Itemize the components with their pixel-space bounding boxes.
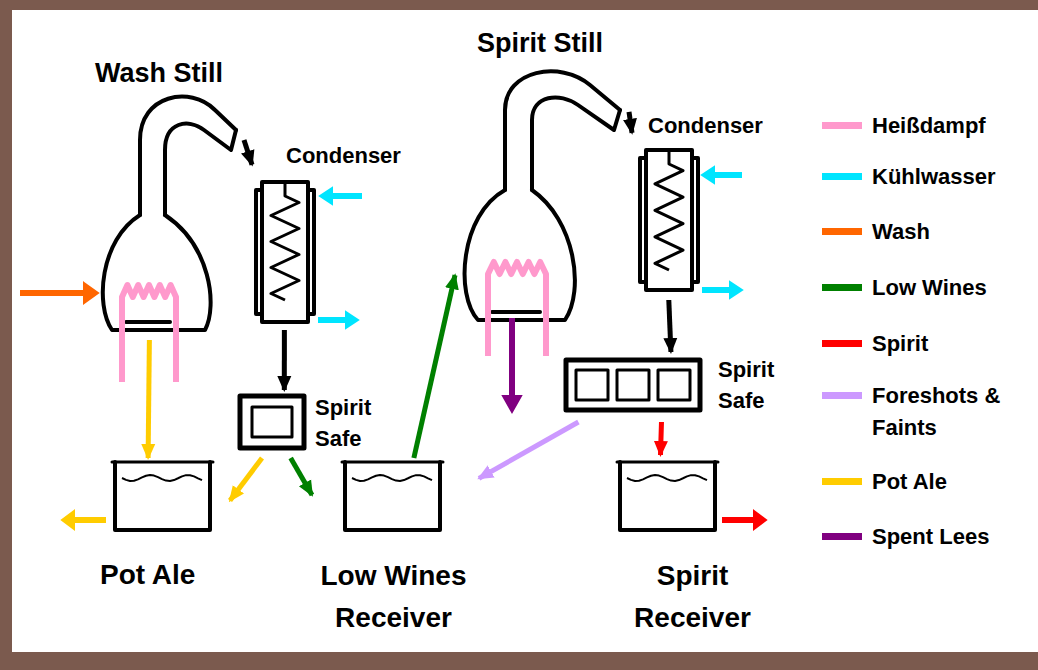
- node-label: Spirit Receiver: [605, 555, 780, 639]
- node-label: Spirit Still: [455, 27, 625, 59]
- spirit-safe-window: [576, 370, 608, 400]
- arrow-head: [62, 511, 74, 529]
- condenser-shell: [262, 182, 308, 322]
- spent-lees-arrow: [509, 318, 515, 398]
- spirit-safe-window: [252, 407, 292, 437]
- flow-arrow: [244, 140, 252, 165]
- legend-label: Heißdampf: [872, 110, 1038, 142]
- spirit-safe: [566, 360, 700, 410]
- cooling-water-out: [318, 317, 348, 323]
- receiver-tank: [345, 462, 440, 530]
- legend-label: Spirit: [872, 328, 1038, 360]
- node-label: Condenser: [286, 142, 401, 170]
- legend-label: Kühlwasser: [872, 161, 1038, 193]
- legend-swatch: [822, 122, 862, 129]
- flow-arrow: [291, 458, 312, 495]
- legend-label: Foreshots & Faints: [872, 380, 1038, 444]
- node-label: Wash Still: [78, 57, 240, 89]
- arrow-head: [346, 312, 358, 328]
- receiver-node: Spirit Receiver: [605, 455, 784, 643]
- receiver-tank: [115, 462, 210, 530]
- arrow-head: [503, 396, 521, 412]
- arrow-head: [754, 511, 766, 529]
- still-body: [103, 215, 211, 330]
- still-neck: [505, 71, 620, 190]
- tank-rim: [112, 461, 718, 464]
- spirit-safe-window: [658, 370, 690, 400]
- legend-label: Low Wines: [872, 272, 1038, 304]
- node-label: Spirit Safe: [315, 392, 390, 454]
- node-label: Spirit Safe: [718, 354, 792, 416]
- heater-bar: [126, 312, 540, 322]
- spirit-outflow-arrow: [722, 517, 758, 523]
- still-neck: [165, 124, 236, 215]
- flow-arrow: [230, 458, 262, 501]
- node-label: Condenser: [648, 112, 763, 140]
- flow-arrow: [148, 340, 149, 458]
- flow-arrow: [629, 112, 632, 133]
- legend-swatch: [822, 228, 862, 235]
- liquid-surface: [122, 475, 202, 481]
- arrow-head: [84, 283, 98, 303]
- heating-coil: [488, 262, 546, 356]
- condenser-shell: [646, 150, 692, 290]
- flow-arrow: [414, 275, 455, 458]
- spirit-safe: [240, 396, 304, 448]
- flow-arrow: [282, 330, 287, 390]
- legend-label: Wash: [872, 216, 1038, 248]
- flow-arrow: [658, 422, 664, 455]
- spirit-safe-node: Spirit Safe: [560, 352, 796, 422]
- arrow-head: [730, 282, 742, 298]
- flow-arrow: [669, 300, 671, 352]
- arrow-head: [320, 188, 332, 204]
- cooling-water-in: [330, 193, 362, 199]
- legend-swatch: [822, 392, 862, 399]
- node-label: Pot Ale: [100, 558, 195, 592]
- wash-inflow-arrow: [20, 290, 92, 296]
- still-neck: [140, 97, 236, 215]
- liquid-surface: [352, 475, 432, 481]
- spirit-safe-node: Spirit Safe: [235, 390, 394, 458]
- condenser-node: Condenser: [632, 110, 792, 300]
- liquid-surface: [627, 475, 707, 481]
- receiver-node: Low Wines Receiver: [312, 458, 479, 643]
- receiver-node: Pot Ale: [100, 458, 230, 600]
- spirit-safe-window: [617, 370, 649, 400]
- arrow-head: [702, 167, 714, 183]
- condenser-node: Condenser: [252, 140, 432, 330]
- still-node: Wash Still: [78, 55, 244, 340]
- legend-label: Pot Ale: [872, 466, 1038, 498]
- condenser-coil: [271, 184, 299, 300]
- flow-arrow: [479, 422, 578, 478]
- still-body: [465, 190, 575, 320]
- legend-label: Spent Lees: [872, 521, 1038, 553]
- cooling-water-out: [702, 287, 732, 293]
- node-label: Low Wines Receiver: [312, 555, 475, 639]
- legend-swatch: [822, 284, 862, 291]
- legend-swatch: [822, 533, 862, 540]
- receiver-tank: [620, 462, 715, 530]
- pot-ale-outflow-arrow: [70, 517, 106, 523]
- legend-swatch: [822, 340, 862, 347]
- cooling-water-in: [712, 172, 742, 178]
- legend-swatch: [822, 173, 862, 180]
- still-node: Spirit Still: [455, 25, 629, 330]
- legend-swatch: [822, 478, 862, 485]
- condenser-coil: [655, 152, 683, 270]
- still-neck: [532, 97, 620, 190]
